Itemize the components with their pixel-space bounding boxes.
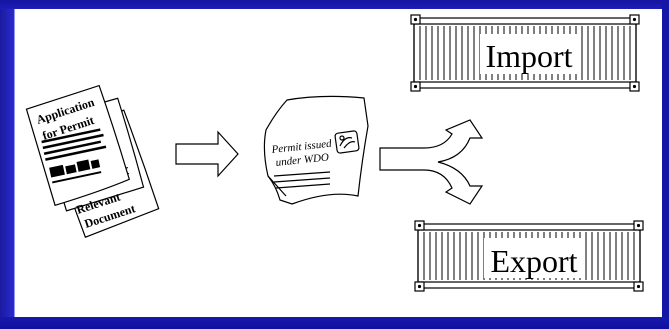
permit-seal-icon (335, 131, 360, 154)
fork-arrow-icon (380, 120, 482, 204)
import-label: Import (485, 38, 572, 74)
permit-document: Permit issued under WDO (264, 96, 368, 204)
export-container: Export (415, 221, 643, 291)
import-container: Import (411, 15, 639, 91)
arrow-right-icon (176, 132, 238, 176)
export-label: Export (490, 243, 577, 279)
document-stack: Application for Permit Relevant Document (25, 83, 161, 239)
